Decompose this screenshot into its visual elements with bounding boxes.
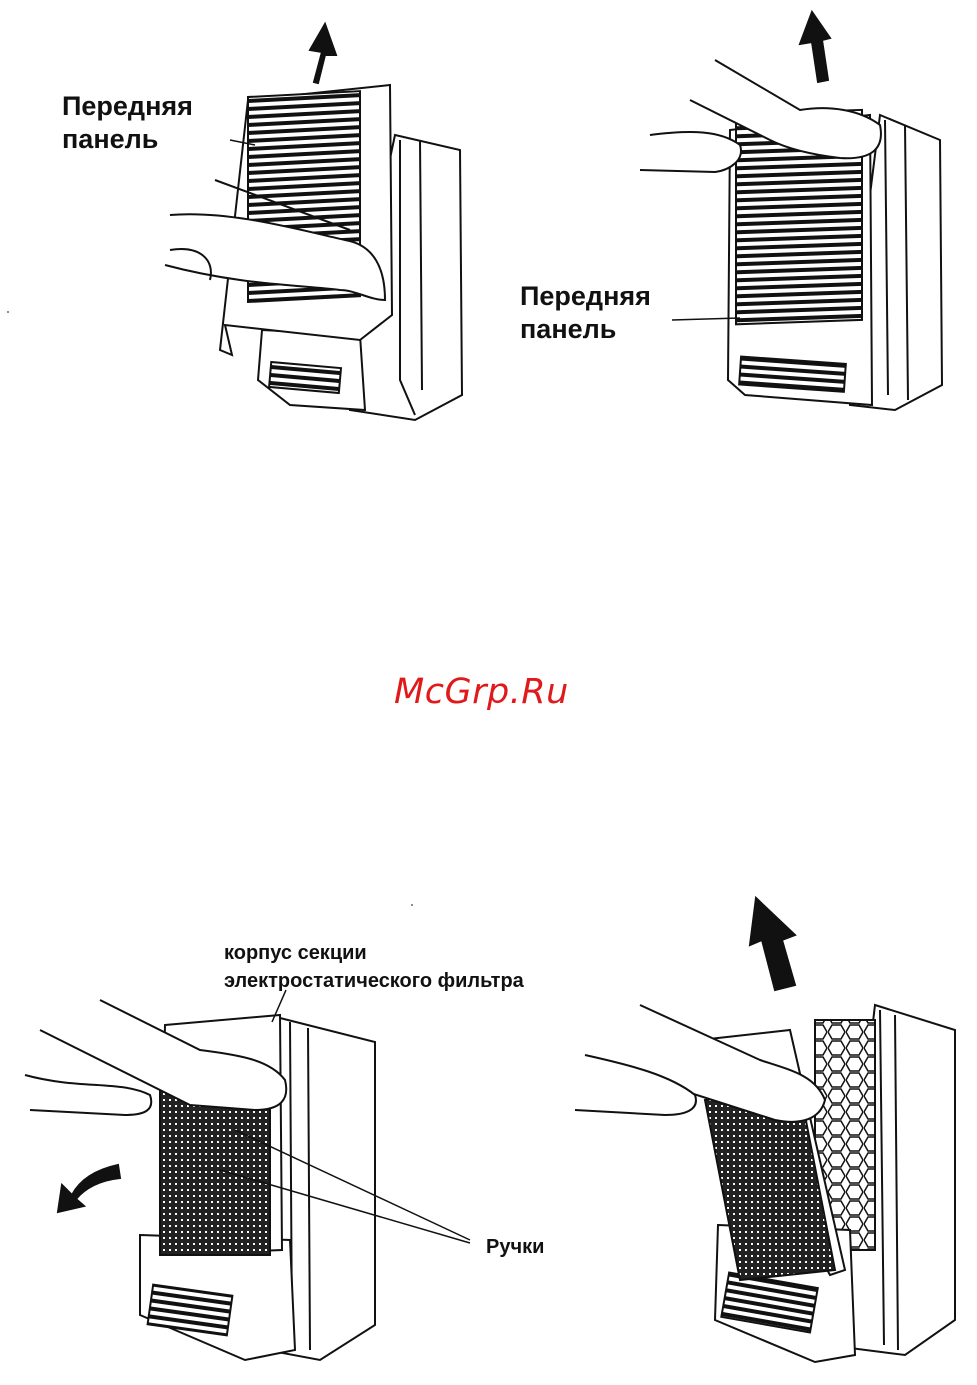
curved-arrow-icon: [58, 1165, 120, 1212]
top-left-label-line2: панель: [62, 123, 193, 156]
stray-dot: [7, 311, 9, 313]
hand-lower: [640, 132, 741, 172]
control-strip: [739, 357, 846, 392]
up-arrow-icon: [750, 898, 795, 990]
filter-housing-label-line1: корпус секции: [224, 939, 524, 967]
filter-housing-label-line2: электростатического фильтра: [224, 967, 524, 995]
up-arrow-icon: [800, 12, 830, 82]
figure-top-right: [640, 12, 942, 410]
figure-bottom-left: [25, 990, 470, 1360]
watermark: McGrp.Ru: [394, 672, 569, 712]
top-left-label: Передняя панель: [62, 90, 193, 156]
figure-top-left: [165, 24, 462, 420]
up-arrow-icon: [310, 24, 336, 83]
filter-housing-label: корпус секции электростатического фильтр…: [224, 939, 524, 995]
top-right-label: Передняя панель: [520, 280, 651, 346]
figure-bottom-right: [575, 898, 955, 1362]
top-left-label-line1: Передняя: [62, 90, 193, 123]
stray-dot: [411, 904, 413, 906]
hand-lower: [25, 1075, 151, 1115]
top-right-label-line2: панель: [520, 313, 651, 346]
handles-label: Ручки: [486, 1233, 544, 1261]
top-right-label-line1: Передняя: [520, 280, 651, 313]
